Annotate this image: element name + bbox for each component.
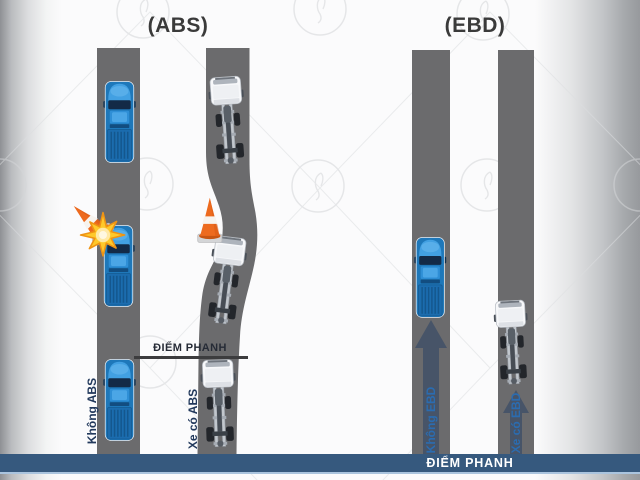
lane-label-with-abs: Xe có ABS bbox=[186, 388, 200, 450]
ebd-brake-point-bar-underline bbox=[0, 472, 640, 474]
right-edge-gradient bbox=[535, 0, 640, 480]
ebd-section-title: (EBD) bbox=[444, 14, 506, 37]
up-arrow-icon bbox=[503, 390, 529, 455]
abs-section-title: (ABS) bbox=[147, 14, 209, 37]
abs-brake-point-label: ĐIỂM PHANH bbox=[153, 342, 227, 354]
abs-brake-point-line bbox=[134, 356, 248, 359]
road-lane-with-ebd bbox=[498, 50, 534, 455]
lane-label-no-abs: Không ABS bbox=[85, 377, 99, 445]
blue-pickup-truck-top-view-icon bbox=[102, 358, 137, 442]
traffic-cone-icon bbox=[197, 197, 223, 243]
up-arrow-icon bbox=[415, 320, 447, 455]
left-edge-gradient bbox=[0, 0, 62, 480]
lane-label-with-ebd: Xe có EBD bbox=[509, 392, 523, 454]
ebd-brake-point-label: ĐIỂM PHANH bbox=[426, 456, 514, 470]
blue-pickup-truck-top-view-icon bbox=[102, 80, 137, 164]
ebd-brake-point-bar bbox=[0, 454, 640, 472]
blue-pickup-truck-top-view-icon bbox=[413, 236, 447, 319]
lane-label-no-ebd: Không EBD bbox=[424, 386, 438, 454]
